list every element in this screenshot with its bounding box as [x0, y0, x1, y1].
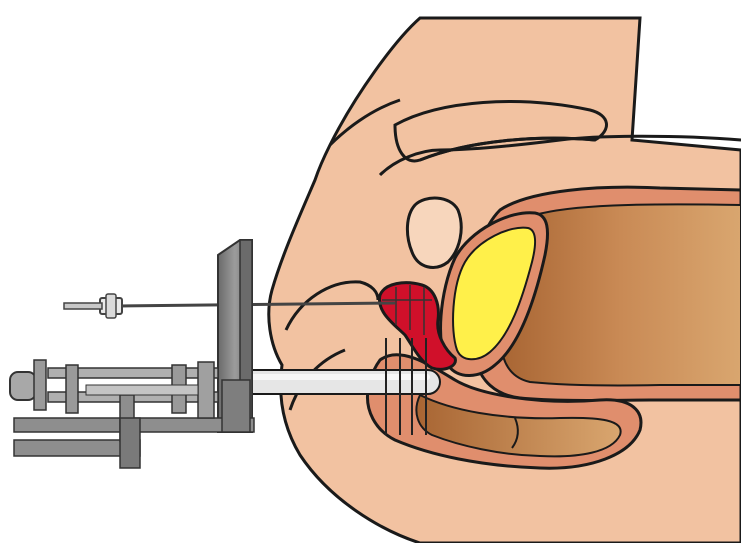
stepper-foot — [120, 418, 140, 468]
needle-cap — [64, 303, 102, 309]
probe-shaft-highlight — [245, 374, 430, 380]
pubic-bone — [407, 198, 461, 267]
stepper-cradle — [222, 380, 250, 432]
stepper-post-1 — [34, 360, 46, 410]
stepper-slide — [86, 385, 198, 395]
stepper-knob — [10, 372, 36, 400]
stepper-post-5 — [198, 362, 214, 418]
probe-shaft — [235, 370, 440, 394]
needle-template-stepper-icon — [10, 240, 254, 468]
stepper-post-2 — [66, 365, 78, 413]
ultrasound-probe-icon — [235, 370, 440, 394]
needle-tip-ring — [106, 294, 116, 318]
